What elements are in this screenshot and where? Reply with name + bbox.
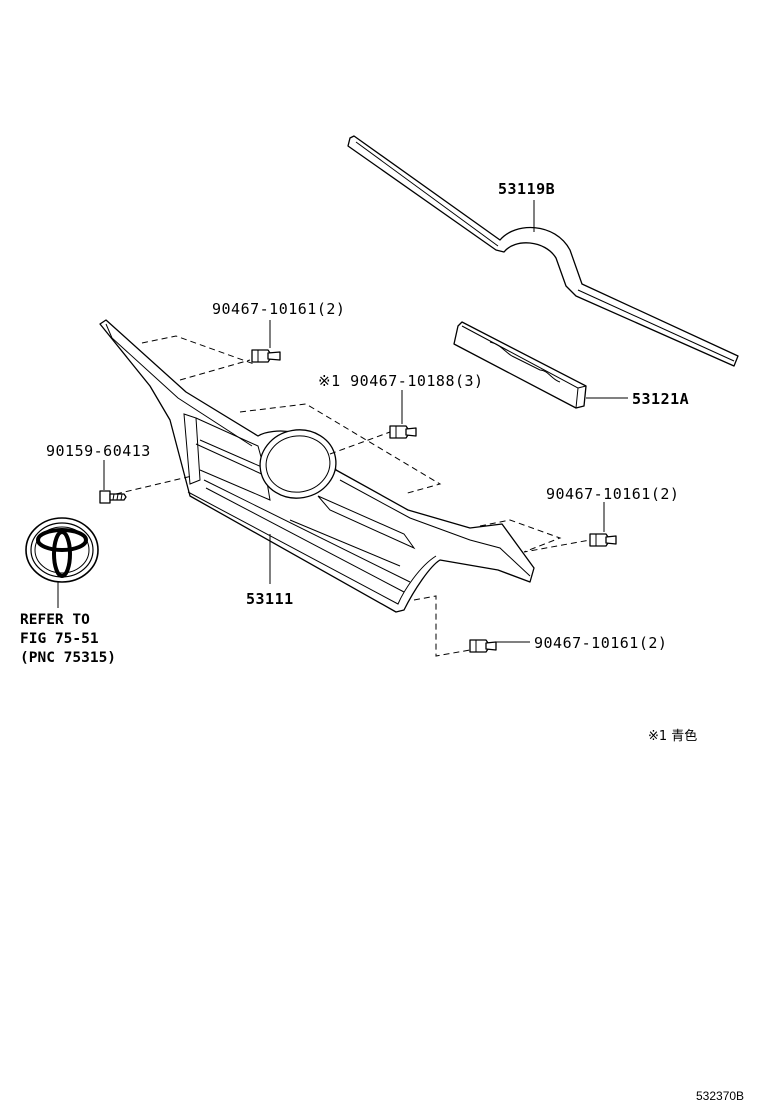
assembly-line-right-clip <box>479 519 591 553</box>
footnote: ※1 青色 <box>648 728 697 744</box>
label-53121a: 53121A <box>632 390 689 408</box>
push-clip-icon[interactable] <box>389 425 417 439</box>
radiator-grille-53111[interactable] <box>99 319 535 613</box>
upper-molding-53119b[interactable] <box>347 135 739 367</box>
assembly-line-top-clip <box>141 335 255 381</box>
figure-code: 532370B <box>696 1089 744 1103</box>
assembly-line-center-clip <box>239 403 442 495</box>
emblem-ref-line1: REFER TO <box>20 612 90 628</box>
push-clip-icon[interactable] <box>469 639 497 653</box>
label-53119b: 53119B <box>498 180 555 198</box>
label-clip-top: 90467-10161(2) <box>212 300 345 318</box>
label-clip-center: ※1 90467-10188(3) <box>318 372 484 390</box>
emblem-ref-line2: FIG 75-51 <box>20 631 99 647</box>
push-clip-icon[interactable] <box>251 349 281 363</box>
label-screw: 90159-60413 <box>46 442 151 460</box>
retainer-53121a[interactable] <box>453 321 587 409</box>
screw-icon[interactable] <box>99 490 127 504</box>
emblem-ref-line3: (PNC 75315) <box>20 650 116 666</box>
label-53111: 53111 <box>246 590 294 608</box>
label-clip-right: 90467-10161(2) <box>546 485 679 503</box>
assembly-line-bottom-clip <box>413 595 471 657</box>
toyota-emblem-icon[interactable] <box>25 517 99 583</box>
push-clip-icon[interactable] <box>589 533 617 547</box>
label-clip-bottom: 90467-10161(2) <box>534 634 667 652</box>
assembly-line-screw <box>115 475 193 495</box>
